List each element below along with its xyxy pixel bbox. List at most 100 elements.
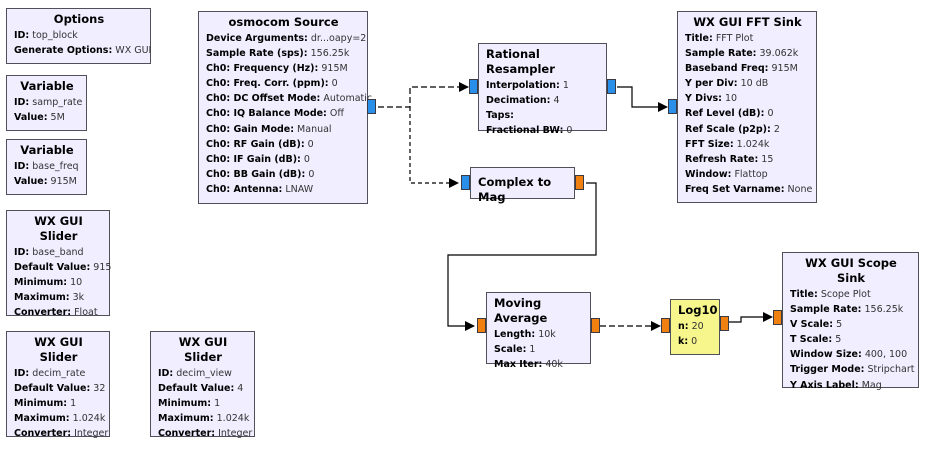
- param-key: ID:: [158, 368, 174, 379]
- param-row: Y per Div: 10 dB: [685, 76, 810, 91]
- port-complex-to-mag-in[interactable]: [461, 175, 470, 190]
- param-key: Ch0: IQ Balance Mode:: [206, 108, 327, 120]
- param-value: Float: [74, 307, 98, 319]
- param-key: Value:: [14, 176, 48, 188]
- param-key: Title:: [685, 33, 713, 44]
- param-value: 400, 100: [864, 349, 908, 361]
- param-key: Refresh Rate:: [685, 153, 759, 165]
- port-moving-average-in[interactable]: [477, 318, 486, 333]
- param-value: 4: [237, 383, 244, 395]
- param-row: FFT Size: 1.024k: [685, 137, 810, 152]
- port-log10-out[interactable]: [720, 316, 729, 331]
- param-row: Interpolation: 1: [486, 78, 600, 93]
- param-row: Ch0: Antenna: LNAW: [206, 182, 361, 197]
- param-value: 1.024k: [72, 413, 106, 425]
- param-row: Freq Set Varname: None: [685, 182, 813, 197]
- param-row: Converter: Integer: [158, 426, 252, 441]
- param-value: 3k: [72, 292, 85, 304]
- block-title: WX GUI Scope Sink: [805, 256, 897, 285]
- block-complex-to-mag[interactable]: Complex to Mag: [470, 167, 575, 204]
- param-value: 40k: [545, 359, 563, 371]
- param-key: Fractional BW:: [486, 125, 564, 137]
- param-value: 0: [566, 125, 573, 137]
- param-value: 1: [70, 398, 77, 410]
- param-value: None: [787, 183, 813, 195]
- param-value: Integer: [74, 428, 109, 440]
- block-title: Variable: [20, 143, 74, 157]
- param-key: Converter:: [158, 428, 216, 440]
- param-key: Y Divs:: [685, 93, 722, 105]
- param-key: V Scale:: [790, 319, 834, 331]
- param-row: Value: 915M: [14, 174, 80, 189]
- port-resampler-in[interactable]: [469, 79, 478, 94]
- param-key: Ch0: IF Gain (dB):: [206, 153, 301, 165]
- param-value: 1.024k: [216, 413, 250, 425]
- port-moving-average-out[interactable]: [591, 318, 600, 333]
- param-row: Sample Rate: 156.25k: [790, 302, 912, 317]
- port-complex-to-mag-out[interactable]: [575, 175, 584, 190]
- param-row: Default Value: 4: [158, 381, 248, 396]
- param-row: Device Arguments: dr...oapy=2: [206, 31, 366, 46]
- param-key: Sample Rate:: [790, 304, 862, 316]
- param-row: Minimum: 1: [158, 396, 248, 411]
- param-row: Length: 10k: [494, 327, 584, 342]
- param-row: ID: base_freq: [14, 159, 80, 174]
- param-row: Ch0: BB Gain (dB): 0: [206, 167, 361, 182]
- param-row: Ch0: IF Gain (dB): 0: [206, 152, 361, 167]
- port-scope-sink-in[interactable]: [773, 310, 782, 325]
- port-osmocom-source-out[interactable]: [367, 99, 376, 114]
- param-key: Generate Options:: [14, 45, 113, 57]
- param-key: ID:: [14, 368, 30, 379]
- block-title: Log10: [678, 303, 718, 317]
- param-row: Window Size: 400, 100: [790, 347, 912, 362]
- port-resampler-out[interactable]: [607, 79, 616, 94]
- wire-complex-to-mag-to-moving-average[interactable]: [447, 182, 597, 331]
- param-value: 2: [773, 123, 780, 135]
- param-key: Window Size:: [790, 349, 862, 361]
- param-value: 0: [331, 78, 338, 90]
- wire-log10-to-scope-sink[interactable]: [729, 312, 773, 323]
- port-fft-sink-in[interactable]: [668, 99, 677, 114]
- param-key: Y Axis Label:: [790, 379, 859, 391]
- wire-resampler-to-fft-sink[interactable]: [617, 86, 668, 112]
- param-row: Baseband Freq: 915M: [685, 61, 810, 76]
- param-value: base_band: [32, 247, 84, 258]
- param-value: 15: [761, 153, 774, 165]
- param-value: 1: [529, 344, 536, 356]
- param-row: Y Divs: 10: [685, 91, 810, 106]
- param-key: Freq Set Varname:: [685, 183, 785, 195]
- param-value: Automatic: [323, 93, 373, 105]
- param-row: V Scale: 5: [790, 317, 912, 332]
- param-row: ID: decim_view: [158, 366, 248, 381]
- wire-osmocom-to-resampler[interactable]: [378, 82, 469, 108]
- param-row: n: 20: [678, 319, 713, 334]
- param-value: decim_rate: [32, 368, 86, 379]
- param-key: Sample Rate:: [685, 48, 757, 60]
- param-key: k:: [678, 336, 689, 348]
- param-value: 156.25k: [864, 304, 904, 316]
- param-key: Y per Div:: [685, 78, 738, 90]
- block-osmocom-source[interactable]: osmocom Source Device Arguments: dr...oa…: [198, 11, 372, 204]
- wire-osmocom-to-complex-to-mag[interactable]: [409, 107, 459, 188]
- param-row: Converter: Float: [14, 305, 103, 320]
- param-key: Ch0: DC Offset Mode:: [206, 93, 321, 105]
- block-title: Options: [53, 12, 105, 26]
- param-row: T Scale: 5: [790, 332, 912, 347]
- port-log10-in[interactable]: [661, 318, 670, 333]
- param-key: Ch0: Freq. Corr. (ppm):: [206, 78, 329, 90]
